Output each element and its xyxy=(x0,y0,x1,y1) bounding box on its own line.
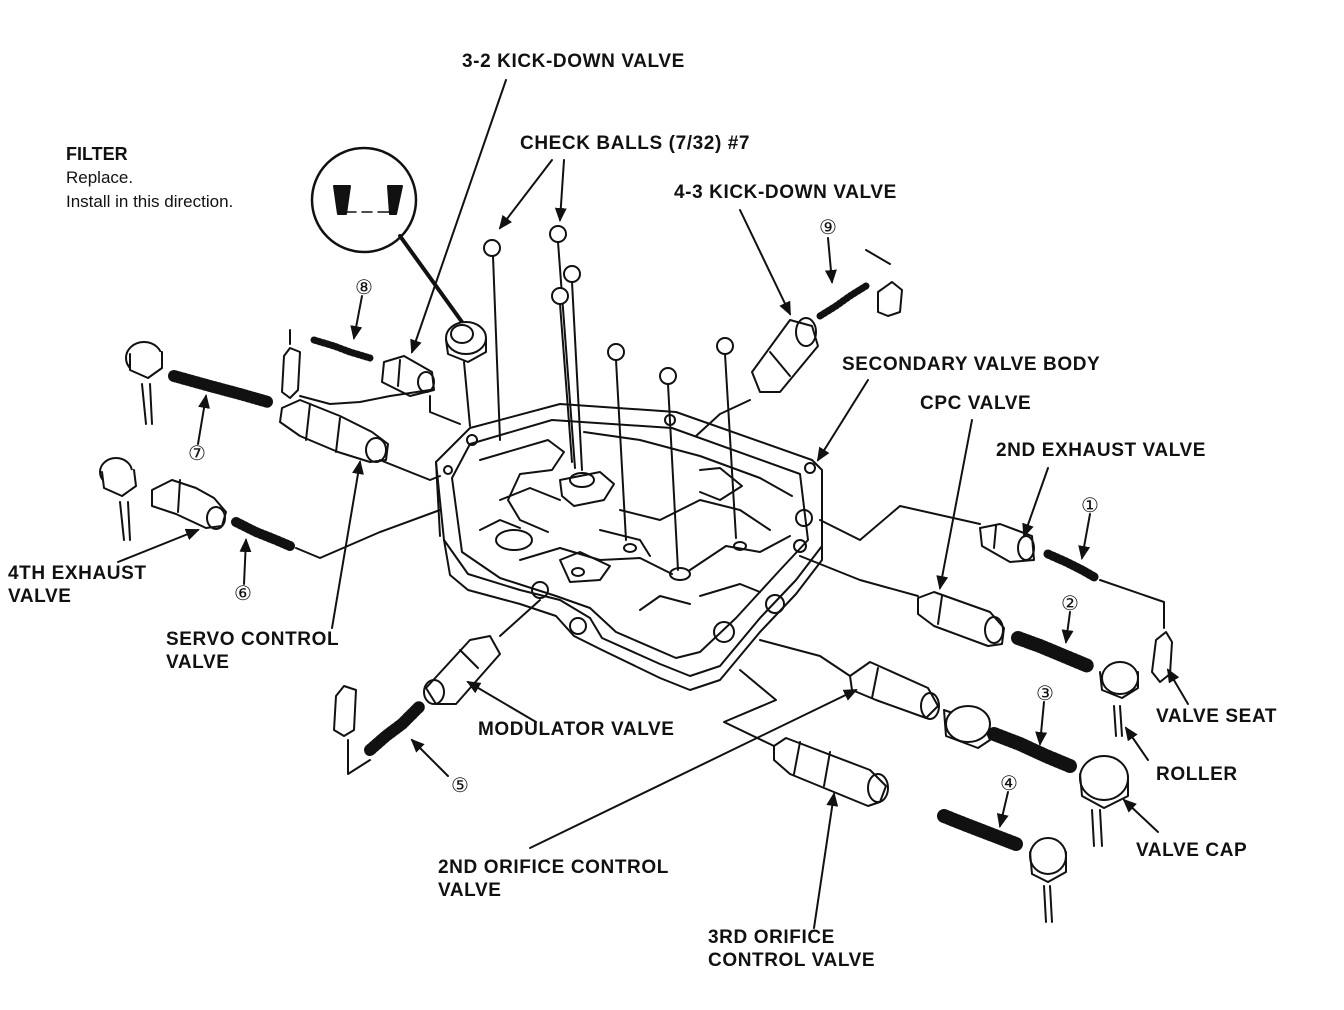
cpc-group xyxy=(799,555,1139,737)
label-2nd-orifice-line1: 2ND ORIFICE CONTROL xyxy=(438,857,669,878)
label-3rd-orifice-control-valve: 3RD ORIFICE CONTROL VALVE xyxy=(708,926,875,972)
spring-number-callouts: ① ② ③ ④ ⑤ ⑥ ⑦ ⑧ ⑨ xyxy=(188,217,1099,828)
label-servo-line2: VALVE xyxy=(166,652,230,673)
label-cpc-valve: CPC VALVE xyxy=(920,393,1032,414)
check-ball xyxy=(607,343,625,361)
label-valve-seat: VALVE SEAT xyxy=(1156,706,1278,727)
filter-instruction-replace: Replace. xyxy=(66,168,134,187)
label-modulator-valve: MODULATOR VALVE xyxy=(478,719,675,740)
filter-title: FILTER xyxy=(66,144,128,164)
label-servo-line1: SERVO CONTROL xyxy=(166,629,340,650)
check-ball xyxy=(716,337,734,355)
orifice-2nd-group xyxy=(759,639,1129,847)
spring-number-6: ⑥ xyxy=(234,583,252,605)
label-3rd-orifice-line2: CONTROL VALVE xyxy=(708,950,876,971)
label-check-balls: CHECK BALLS (7/32) #7 xyxy=(520,133,751,154)
check-ball xyxy=(549,225,567,243)
spring-number-2: ② xyxy=(1061,593,1079,615)
label-4th-exhaust-line2: VALVE xyxy=(8,586,72,607)
label-4th-exhaust-line1: 4TH EXHAUST xyxy=(8,563,147,584)
spring-number-4: ④ xyxy=(1000,773,1018,795)
kickdown-32-valve-group xyxy=(281,329,461,425)
spring-number-8: ⑧ xyxy=(355,277,373,299)
label-valve-cap: VALVE CAP xyxy=(1136,840,1248,861)
spring-number-5: ⑤ xyxy=(451,775,469,797)
orifice-3rd-group xyxy=(723,669,1067,923)
label-2nd-orifice-line2: VALVE xyxy=(438,880,502,901)
filter-instruction-direction: Install in this direction. xyxy=(66,192,234,211)
check-balls xyxy=(483,225,737,571)
label-secondary-valve-body: SECONDARY VALVE BODY xyxy=(842,354,1101,375)
check-ball xyxy=(551,287,569,305)
label-3rd-orifice-line1: 3RD ORIFICE xyxy=(708,927,835,948)
label-kickdown-43: 4-3 KICK-DOWN VALVE xyxy=(674,182,897,203)
secondary-valve-body xyxy=(435,403,823,691)
check-ball xyxy=(659,367,677,385)
spring-number-9: ⑨ xyxy=(819,217,837,239)
label-2nd-orifice-control-valve: 2ND ORIFICE CONTROL VALVE xyxy=(438,856,669,902)
spring-number-1: ① xyxy=(1081,495,1099,517)
spring-number-3: ③ xyxy=(1036,683,1054,705)
label-roller: ROLLER xyxy=(1156,764,1238,785)
label-2nd-exhaust-valve: 2ND EXHAUST VALVE xyxy=(996,440,1207,461)
label-kickdown-32: 3-2 KICK-DOWN VALVE xyxy=(462,51,685,72)
check-ball xyxy=(563,265,581,283)
callout-arrows xyxy=(117,79,1189,929)
filter-note: FILTER Replace. Install in this directio… xyxy=(66,141,233,215)
label-servo-control-valve: SERVO CONTROL VALVE xyxy=(166,628,339,674)
filter xyxy=(310,146,487,427)
check-ball xyxy=(483,239,501,257)
servo-control-group xyxy=(125,341,441,481)
exhaust-4th-group xyxy=(99,457,441,559)
kickdown-43-valve-group xyxy=(695,249,903,437)
exhaust-2nd-group xyxy=(819,505,1173,683)
spring-number-7: ⑦ xyxy=(188,443,206,465)
label-4th-exhaust-valve: 4TH EXHAUST VALVE xyxy=(8,562,147,608)
modulator-group xyxy=(333,599,541,775)
